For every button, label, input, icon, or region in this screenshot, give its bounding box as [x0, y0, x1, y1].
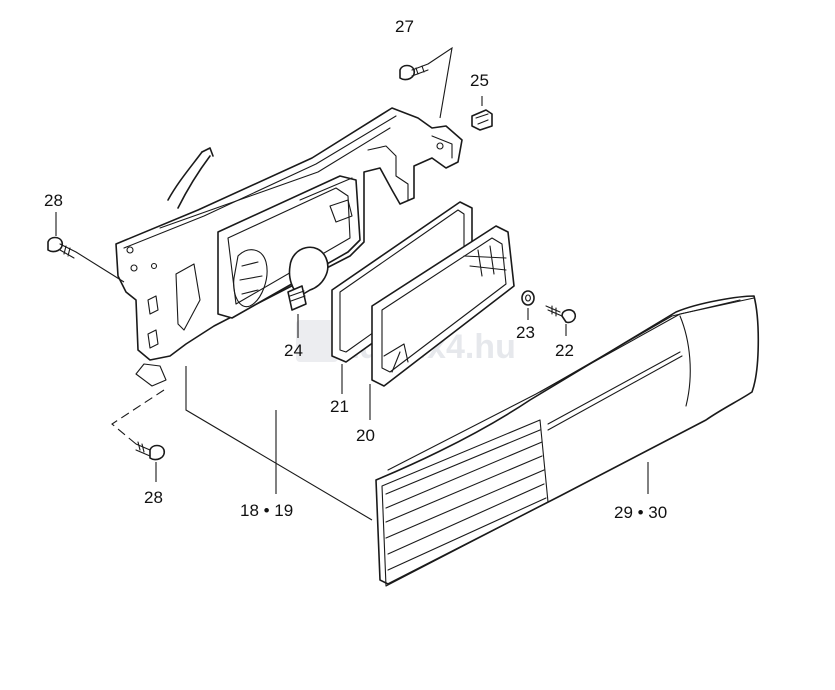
lens — [371, 225, 515, 387]
callout-23: 23 — [516, 323, 535, 342]
callout-28-top: 28 — [44, 191, 63, 210]
bulb — [287, 246, 329, 311]
washer — [521, 290, 535, 306]
callout-22: 22 — [555, 341, 574, 360]
screw-28-bottom — [135, 441, 166, 482]
clip-nut — [471, 96, 493, 131]
callout-20: 20 — [356, 426, 375, 445]
leader-18-19 — [185, 366, 373, 521]
screw-22 — [545, 305, 577, 324]
lamp-garnish — [375, 295, 760, 587]
callout-28-bottom: 28 — [144, 488, 163, 507]
screw-27 — [399, 46, 453, 119]
mounting-bracket — [115, 107, 463, 387]
callout-18-19: 18 • 19 — [240, 501, 293, 520]
callout-21: 21 — [330, 397, 349, 416]
callout-27: 27 — [395, 17, 414, 36]
callout-25: 25 — [470, 71, 489, 90]
assembly-line — [111, 389, 165, 445]
callout-24: 24 — [284, 341, 303, 360]
screw-28-top — [47, 212, 125, 283]
callout-29-30: 29 • 30 — [614, 503, 667, 522]
callouts: 27 25 28 24 23 22 21 20 28 18 • 19 29 • … — [44, 17, 667, 522]
